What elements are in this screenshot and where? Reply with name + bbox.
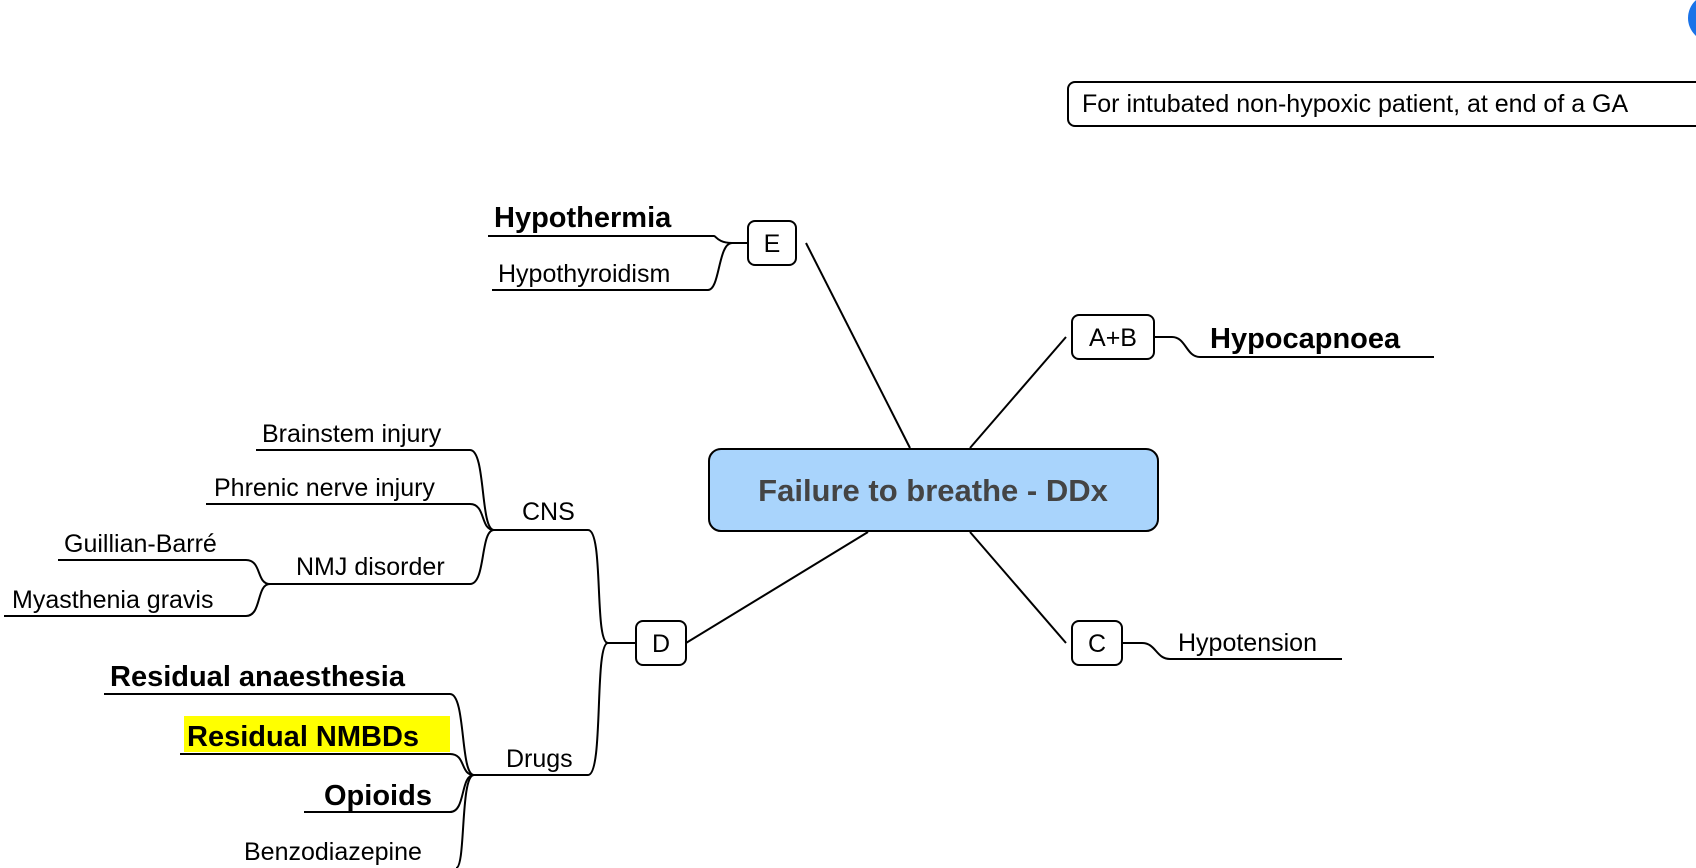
branch-d-node[interactable]: D	[635, 620, 687, 666]
corner-accent	[1688, 0, 1696, 36]
node-hypothyroidism[interactable]: Hypothyroidism	[498, 260, 670, 288]
node-phrenic-nerve-injury[interactable]: Phrenic nerve injury	[214, 474, 435, 502]
branch-ab-node[interactable]: A+B	[1071, 314, 1155, 360]
node-hypothermia[interactable]: Hypothermia	[494, 202, 672, 234]
node-residual-anaesthesia[interactable]: Residual anaesthesia	[110, 661, 406, 693]
central-node-label: Failure to breathe - DDx	[758, 473, 1108, 508]
node-benzodiazepine[interactable]: Benzodiazepine	[244, 838, 422, 866]
node-drugs[interactable]: Drugs	[506, 745, 573, 773]
branch-e-label: E	[764, 230, 781, 258]
branch-c-node[interactable]: C	[1071, 620, 1123, 666]
branch-e-node[interactable]: E	[747, 220, 797, 266]
node-hypocapnoea[interactable]: Hypocapnoea	[1210, 323, 1401, 355]
highlight-residual-nmbds	[184, 716, 450, 752]
node-guillian-barre[interactable]: Guillian-Barré	[64, 530, 217, 558]
node-brainstem-injury[interactable]: Brainstem injury	[262, 420, 442, 448]
branch-d-label: D	[652, 630, 670, 658]
branch-c-label: C	[1088, 630, 1106, 658]
central-node[interactable]: Failure to breathe - DDx	[708, 448, 1159, 532]
node-residual-nmbds[interactable]: Residual NMBDs	[187, 721, 419, 753]
node-nmj-disorder[interactable]: NMJ disorder	[296, 553, 445, 581]
note-box: For intubated non-hypoxic patient, at en…	[1067, 81, 1696, 127]
node-hypotension[interactable]: Hypotension	[1178, 629, 1317, 657]
node-myasthenia-gravis[interactable]: Myasthenia gravis	[12, 586, 213, 614]
node-cns[interactable]: CNS	[522, 498, 575, 526]
note-text: For intubated non-hypoxic patient, at en…	[1082, 90, 1629, 118]
connectors	[4, 235, 1434, 868]
node-opioids[interactable]: Opioids	[324, 780, 432, 812]
branch-ab-label: A+B	[1089, 324, 1137, 352]
